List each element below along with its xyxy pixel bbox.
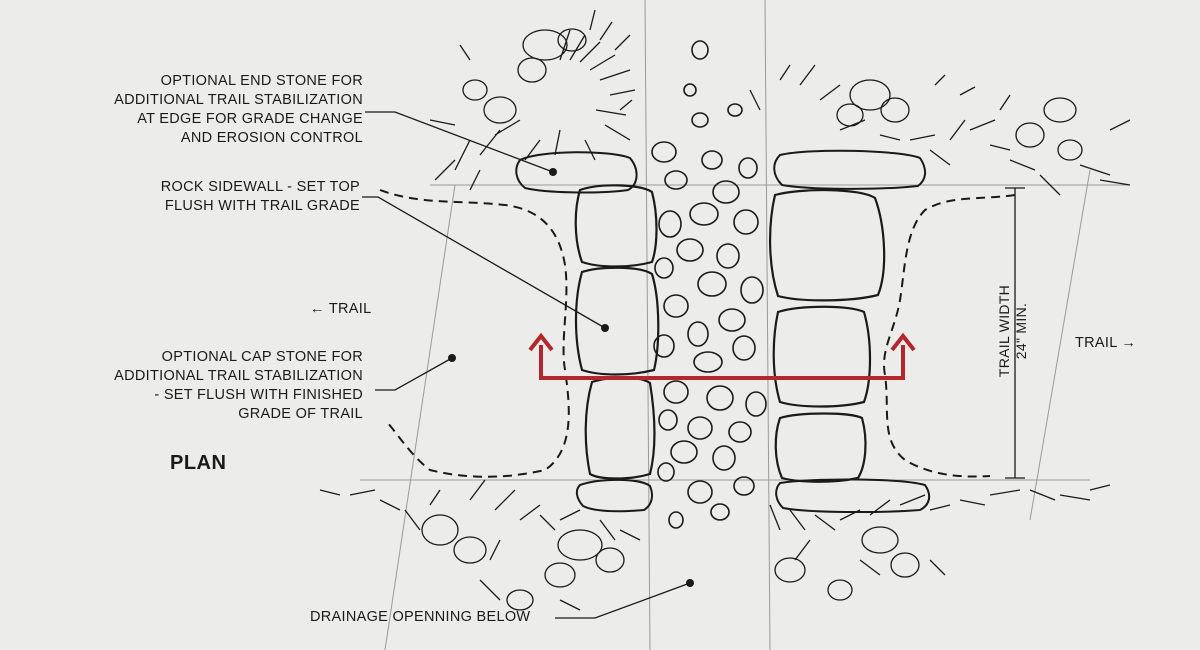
vegetation-top-left (429, 9, 636, 191)
trail-label-left: ← TRAIL (310, 301, 372, 317)
note-end-stone: OPTIONAL END STONE FOR ADDITIONAL TRAIL … (114, 73, 363, 146)
trail-label-right: TRAIL → (1075, 335, 1137, 351)
trail-guide-lines (360, 0, 1130, 650)
leader-dots (448, 168, 694, 587)
plan-title: PLAN (170, 452, 227, 474)
note-drainage: DRAINAGE OPENNING BELOW (310, 609, 531, 625)
rock-sidewall-right (768, 188, 886, 483)
vegetation-bottom-right (769, 484, 1111, 601)
dimension-line (1005, 187, 1025, 479)
end-stones (515, 149, 931, 514)
rock-sidewall-left (574, 184, 660, 480)
note-cap-stone: OPTIONAL CAP STONE FOR ADDITIONAL TRAIL … (114, 349, 363, 422)
note-rock-sidewall: ROCK SIDEWALL - SET TOP FLUSH WITH TRAIL… (160, 179, 360, 214)
vegetation-top-right (749, 64, 1131, 196)
leader-lines (362, 111, 691, 619)
trail-outline-dashed (379, 189, 1016, 478)
dimension-label: TRAIL WIDTH 24" MIN. (996, 284, 1029, 378)
section-marker (528, 332, 916, 380)
vegetation-bottom-left (319, 479, 641, 611)
cobble-infill (651, 40, 767, 529)
